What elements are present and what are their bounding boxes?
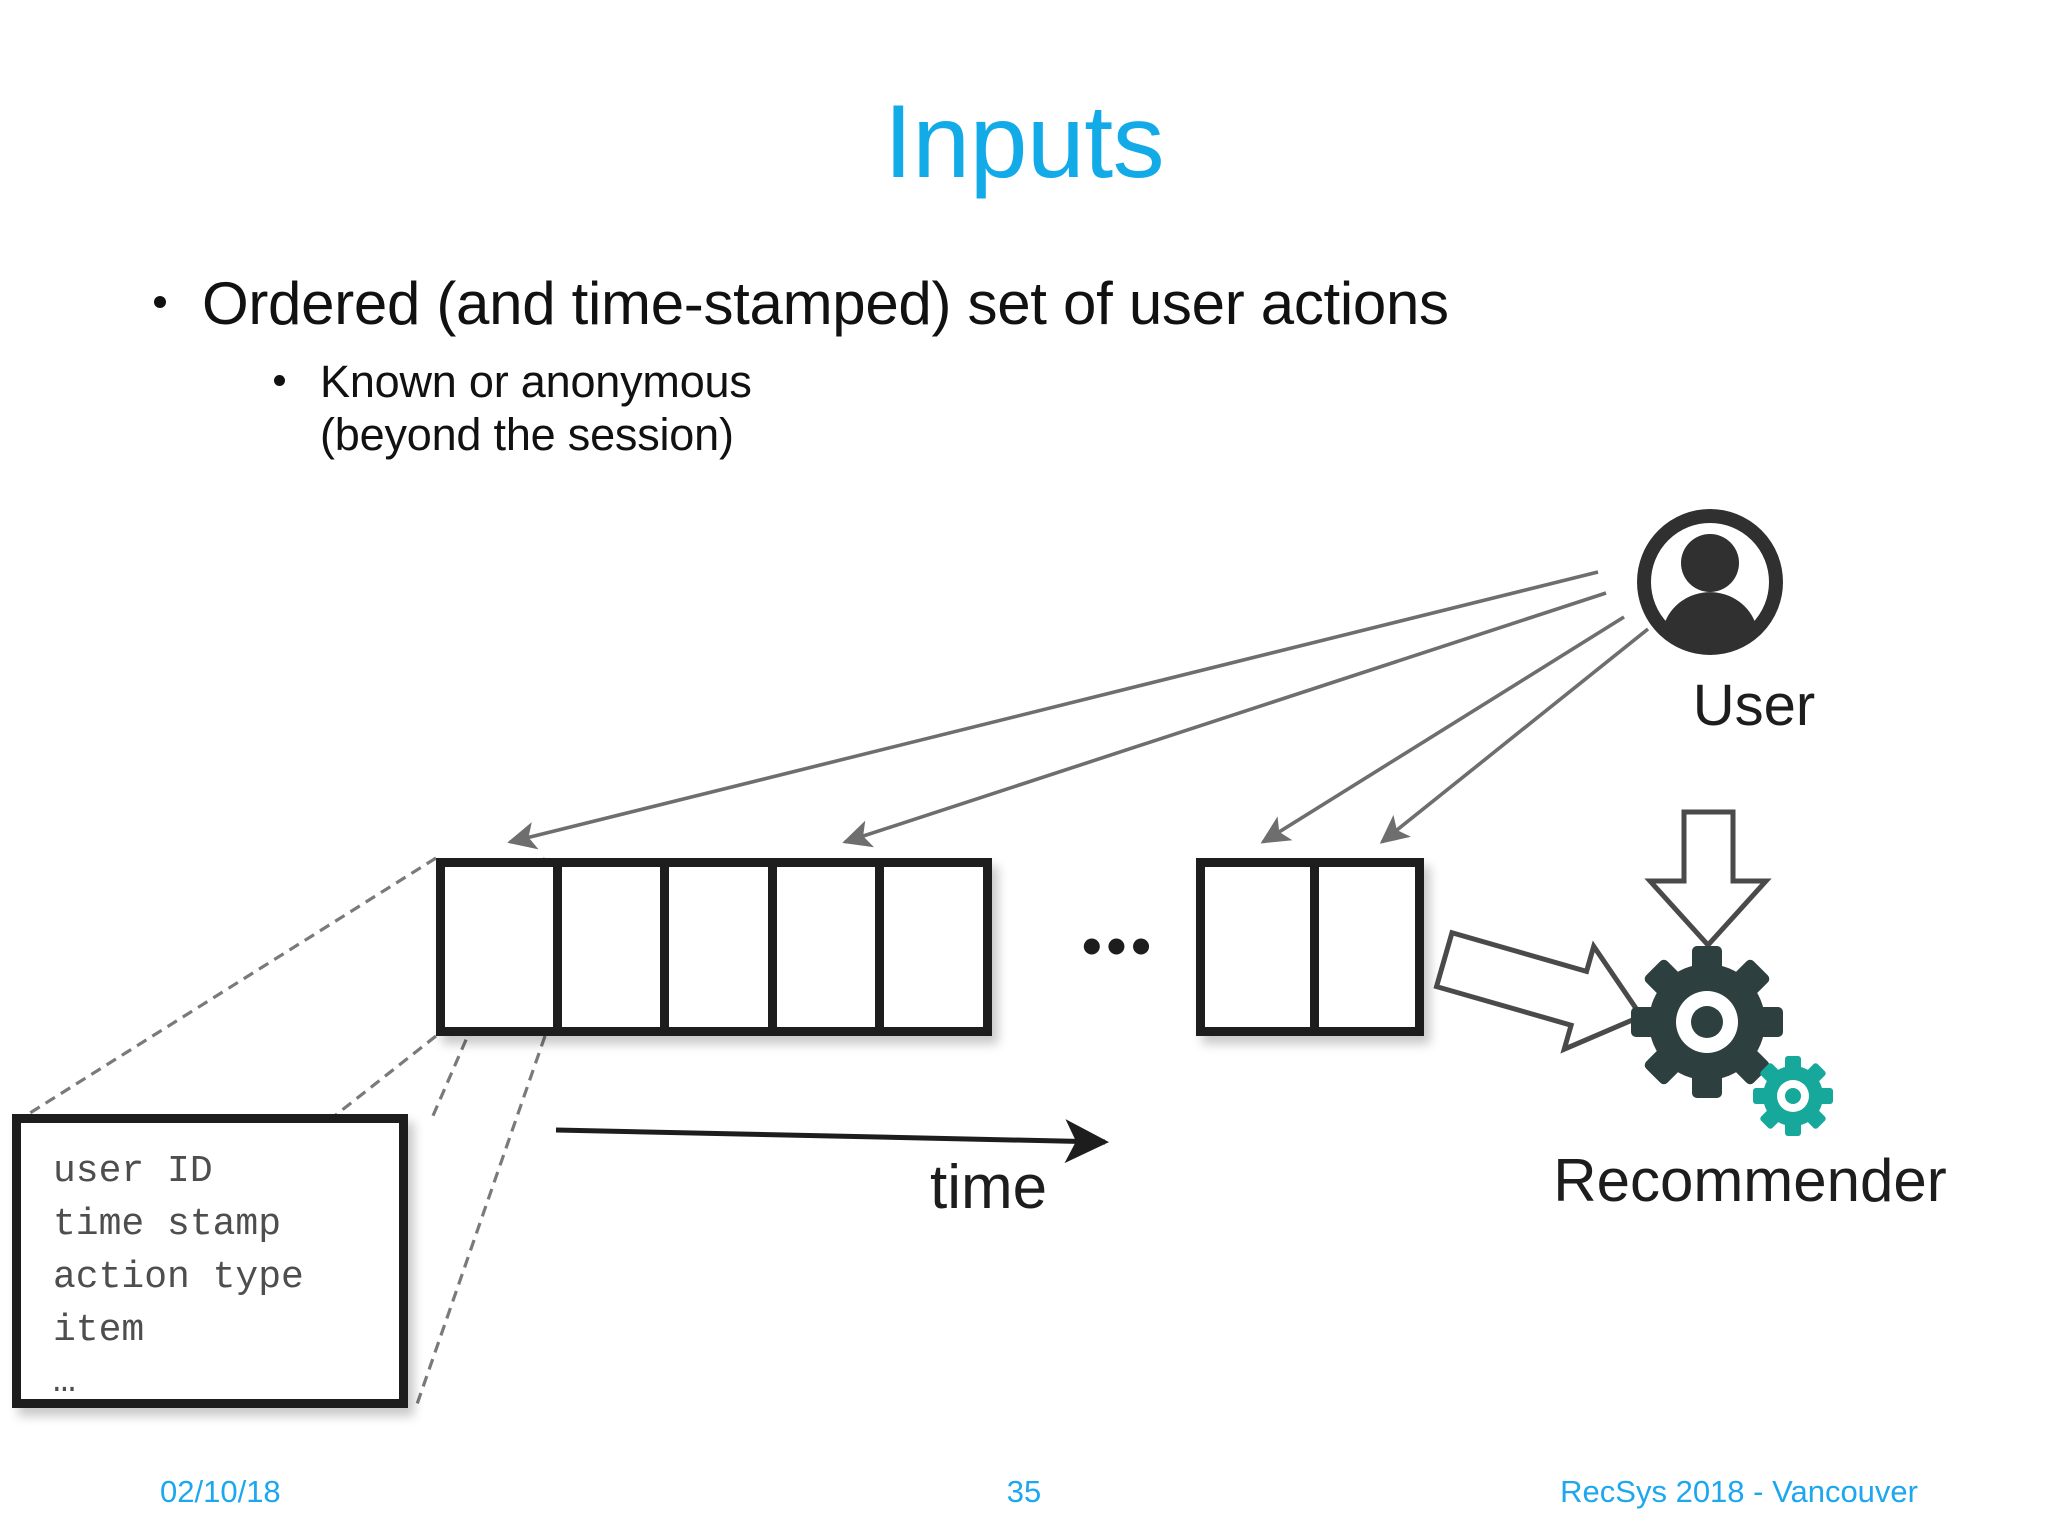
session-cell [767, 867, 876, 1027]
callout-line-right-b [413, 1035, 547, 1411]
detail-line-time-stamp: time stamp [53, 1203, 282, 1246]
user-action-arrow-1 [507, 570, 1599, 850]
footer-date: 02/10/18 [160, 1474, 281, 1509]
bullet-level2-text-line2: (beyond the session) [320, 408, 734, 460]
session-cell [875, 867, 983, 1027]
callout-line-bottom [331, 1034, 437, 1120]
sequence-ellipsis: ••• [1082, 914, 1156, 977]
session-cell [445, 867, 553, 1027]
user-action-arrows [507, 570, 1650, 850]
session-cell [1205, 867, 1310, 1027]
user-action-arrow-3 [1260, 615, 1625, 844]
bullet-dot-icon [274, 374, 285, 386]
session-cell [552, 867, 661, 1027]
detail-line-item: item [53, 1309, 145, 1352]
user-label: User [1692, 673, 1816, 738]
bullet-level1-text: Ordered (and time-stamped) set of user a… [202, 270, 1449, 337]
time-axis-arrow-icon [555, 1119, 1109, 1164]
session-cell [1309, 867, 1415, 1027]
footer-event: RecSys 2018 - Vancouver [1560, 1474, 1918, 1509]
recommender-label: Recommender [1553, 1147, 1947, 1214]
detail-line-ellipsis: … [53, 1360, 77, 1403]
action-detail-box: user ID time stamp action type item … [12, 1114, 408, 1408]
user-avatar-icon [1637, 509, 1783, 655]
page-title: Inputs [883, 84, 1165, 200]
bullet-level1: Ordered (and time-stamped) set of user a… [140, 270, 1640, 337]
session-sequence-group-a [436, 858, 992, 1036]
session-sequence-group-b [1196, 858, 1424, 1036]
bullet-list: Ordered (and time-stamped) set of user a… [140, 270, 1640, 461]
session-cell [660, 867, 768, 1027]
block-arrow-right-icon [1433, 929, 1646, 1054]
bullet-level2-text: Known or anonymous [320, 355, 752, 407]
time-axis-label: time [930, 1153, 1048, 1222]
user-action-arrow-2 [842, 591, 1607, 848]
footer-page-number: 35 [1006, 1474, 1042, 1509]
detail-line-user-id: user ID [53, 1150, 213, 1193]
gear-icon [1631, 946, 1783, 1098]
bullet-level2: Known or anonymous (beyond the session) [140, 355, 1640, 461]
gear-small-icon [1753, 1056, 1833, 1136]
detail-line-action-type: action type [53, 1256, 304, 1299]
block-arrow-down-icon [1644, 809, 1772, 949]
bullet-dot-icon [154, 296, 166, 308]
callout-line-top [21, 856, 437, 1120]
